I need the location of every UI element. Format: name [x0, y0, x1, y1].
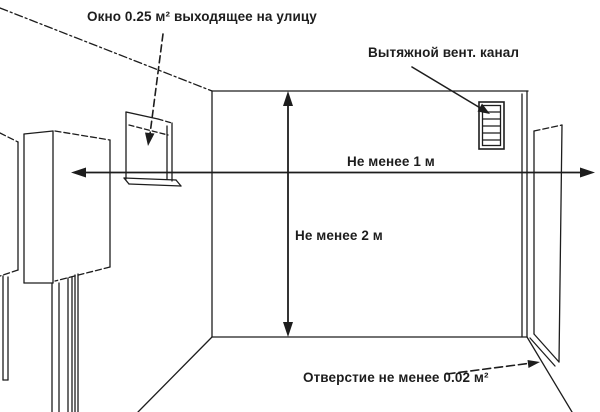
pipes-drawing	[2, 273, 79, 412]
floor-edges	[137, 336, 573, 412]
back-wall	[211, 90, 529, 338]
door-drawing	[529, 124, 563, 367]
opening-label: Отверстие не менее 0.02 м²	[303, 370, 489, 385]
window-drawing	[123, 111, 182, 187]
vent-pointer-arrow	[411, 66, 490, 114]
boiler-drawing	[23, 130, 111, 284]
ceiling-edge-line	[0, 7, 213, 92]
vent-label: Вытяжной вент. канал	[368, 45, 520, 60]
min-width-label: Не менее 1 м	[347, 154, 435, 169]
height-arrow	[283, 91, 293, 337]
window-pointer-arrow	[145, 33, 164, 146]
opening-pointer-arrow	[446, 360, 540, 375]
window-label: Окно 0.25 м² выходящее на улицу	[87, 9, 317, 24]
second-boiler-drawing	[0, 132, 19, 277]
min-height-label: Не менее 2 м	[295, 228, 383, 243]
width-arrow	[71, 167, 595, 178]
